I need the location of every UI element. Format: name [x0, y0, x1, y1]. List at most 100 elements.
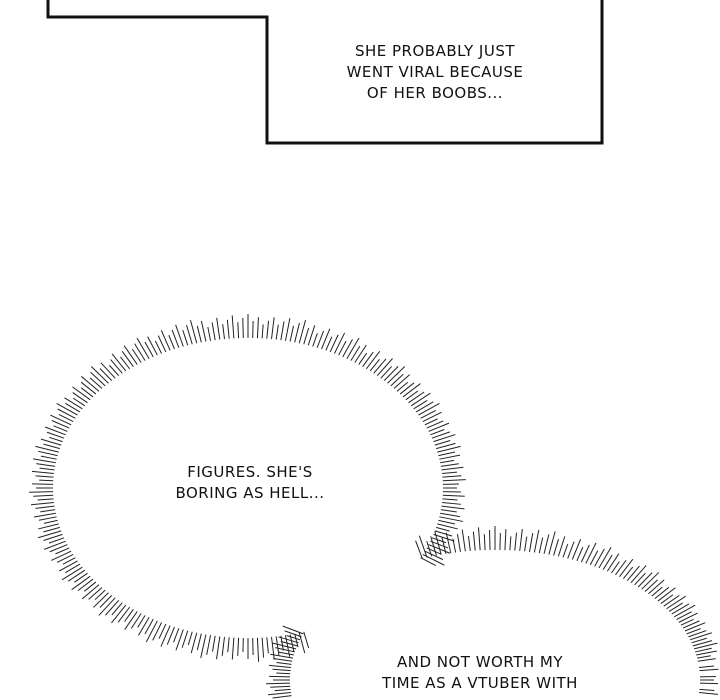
hatch-line [37, 498, 54, 501]
hatch-line [81, 584, 100, 600]
hatch-line [693, 642, 718, 650]
hatch-line [630, 565, 647, 584]
hatch-line [134, 343, 146, 361]
hatch-line [138, 617, 150, 636]
hatch-line [275, 647, 295, 653]
hatch-line [289, 325, 295, 342]
hatch-line [602, 554, 613, 570]
hatch-line [399, 382, 415, 395]
hatch-line [431, 537, 447, 544]
hatch-line [271, 636, 275, 660]
hatch-line [689, 632, 712, 641]
hatch-line [420, 557, 436, 567]
hatch-line [272, 695, 292, 699]
hatch-line [442, 498, 458, 501]
hatch-line [648, 579, 665, 595]
hatch-line [90, 371, 106, 387]
hatch-line [671, 603, 690, 615]
hatch-line [316, 330, 324, 348]
hatch-line [472, 531, 476, 551]
hatch-line [442, 475, 462, 478]
hatch-line [175, 324, 184, 347]
hatch-line [436, 442, 456, 450]
hatch-line [396, 381, 409, 392]
hatch-line [442, 501, 462, 505]
hatch-line [200, 634, 207, 659]
hatch-line [222, 324, 225, 340]
hatch-line [452, 538, 457, 553]
hatch-line [36, 463, 56, 467]
hatch-line [56, 403, 78, 416]
hatch-line [154, 340, 163, 354]
hatch-line [105, 599, 120, 616]
hatch-line [51, 420, 70, 429]
hatch-line [430, 536, 437, 556]
hatch-line [695, 647, 712, 653]
hatch-line [40, 438, 62, 446]
hatch-line [440, 463, 459, 467]
hatch-line [65, 563, 81, 574]
hatch-line [303, 631, 310, 649]
hatch-line [294, 633, 299, 648]
hatch-line [136, 337, 150, 359]
hatch-line [338, 340, 347, 356]
hatch-line [307, 325, 316, 346]
hatch-line [74, 572, 88, 583]
hatch-line [61, 566, 83, 581]
hatch-line [346, 337, 360, 359]
hatch-line [373, 358, 387, 374]
hatch-line [697, 658, 716, 662]
hatch-line [173, 628, 180, 643]
hatch-line [286, 635, 301, 641]
hatch-line [663, 594, 680, 607]
hatch-line [43, 519, 58, 524]
hatch-line [200, 320, 207, 342]
hatch-line [654, 586, 670, 599]
hatch-line [634, 572, 646, 586]
hatch-line [390, 373, 404, 387]
hatch-line [130, 613, 142, 629]
hatch-line [321, 328, 331, 350]
hatch-line [467, 535, 471, 552]
hatch-line [29, 491, 54, 493]
hatch-line [266, 320, 270, 339]
hatch-line [362, 351, 374, 367]
hatch-line [684, 622, 706, 632]
hatch-line [439, 516, 464, 522]
hatch-line [274, 688, 291, 692]
hatch-line [99, 368, 113, 382]
hatch-line [124, 609, 134, 622]
hatch-line [426, 420, 444, 429]
hatch-line [698, 692, 719, 695]
hatch-line [673, 604, 696, 618]
hatch-line [124, 611, 138, 630]
hatch-line [35, 445, 59, 453]
hatch-line [437, 523, 458, 530]
hatch-line [442, 471, 458, 475]
hatch-line [206, 635, 212, 655]
hatch-line [576, 546, 584, 562]
hatch-line [680, 618, 694, 626]
hatch-line [237, 322, 240, 339]
hatch-line [72, 397, 86, 407]
bubble-1-text: FIGURES. SHE'S BORING AS HELL... [175, 463, 325, 502]
hatch-line [211, 322, 216, 341]
hatch-line [227, 637, 230, 653]
hatch-line [402, 383, 421, 398]
hatch-line [278, 636, 299, 644]
hatch-line [171, 329, 180, 348]
hatch-line [342, 339, 353, 358]
hatch-line [175, 629, 184, 651]
hatch-line [80, 381, 97, 395]
hatch-line [298, 632, 306, 654]
hatch-line [110, 359, 123, 374]
hatch-line [420, 409, 436, 419]
hatch-line [461, 529, 466, 552]
hatch-line [160, 625, 171, 647]
hatch-line [594, 548, 605, 567]
hatch-line [424, 550, 444, 561]
hatch-line [483, 534, 486, 551]
hatch-line [31, 470, 54, 475]
hatch-line [440, 509, 457, 513]
